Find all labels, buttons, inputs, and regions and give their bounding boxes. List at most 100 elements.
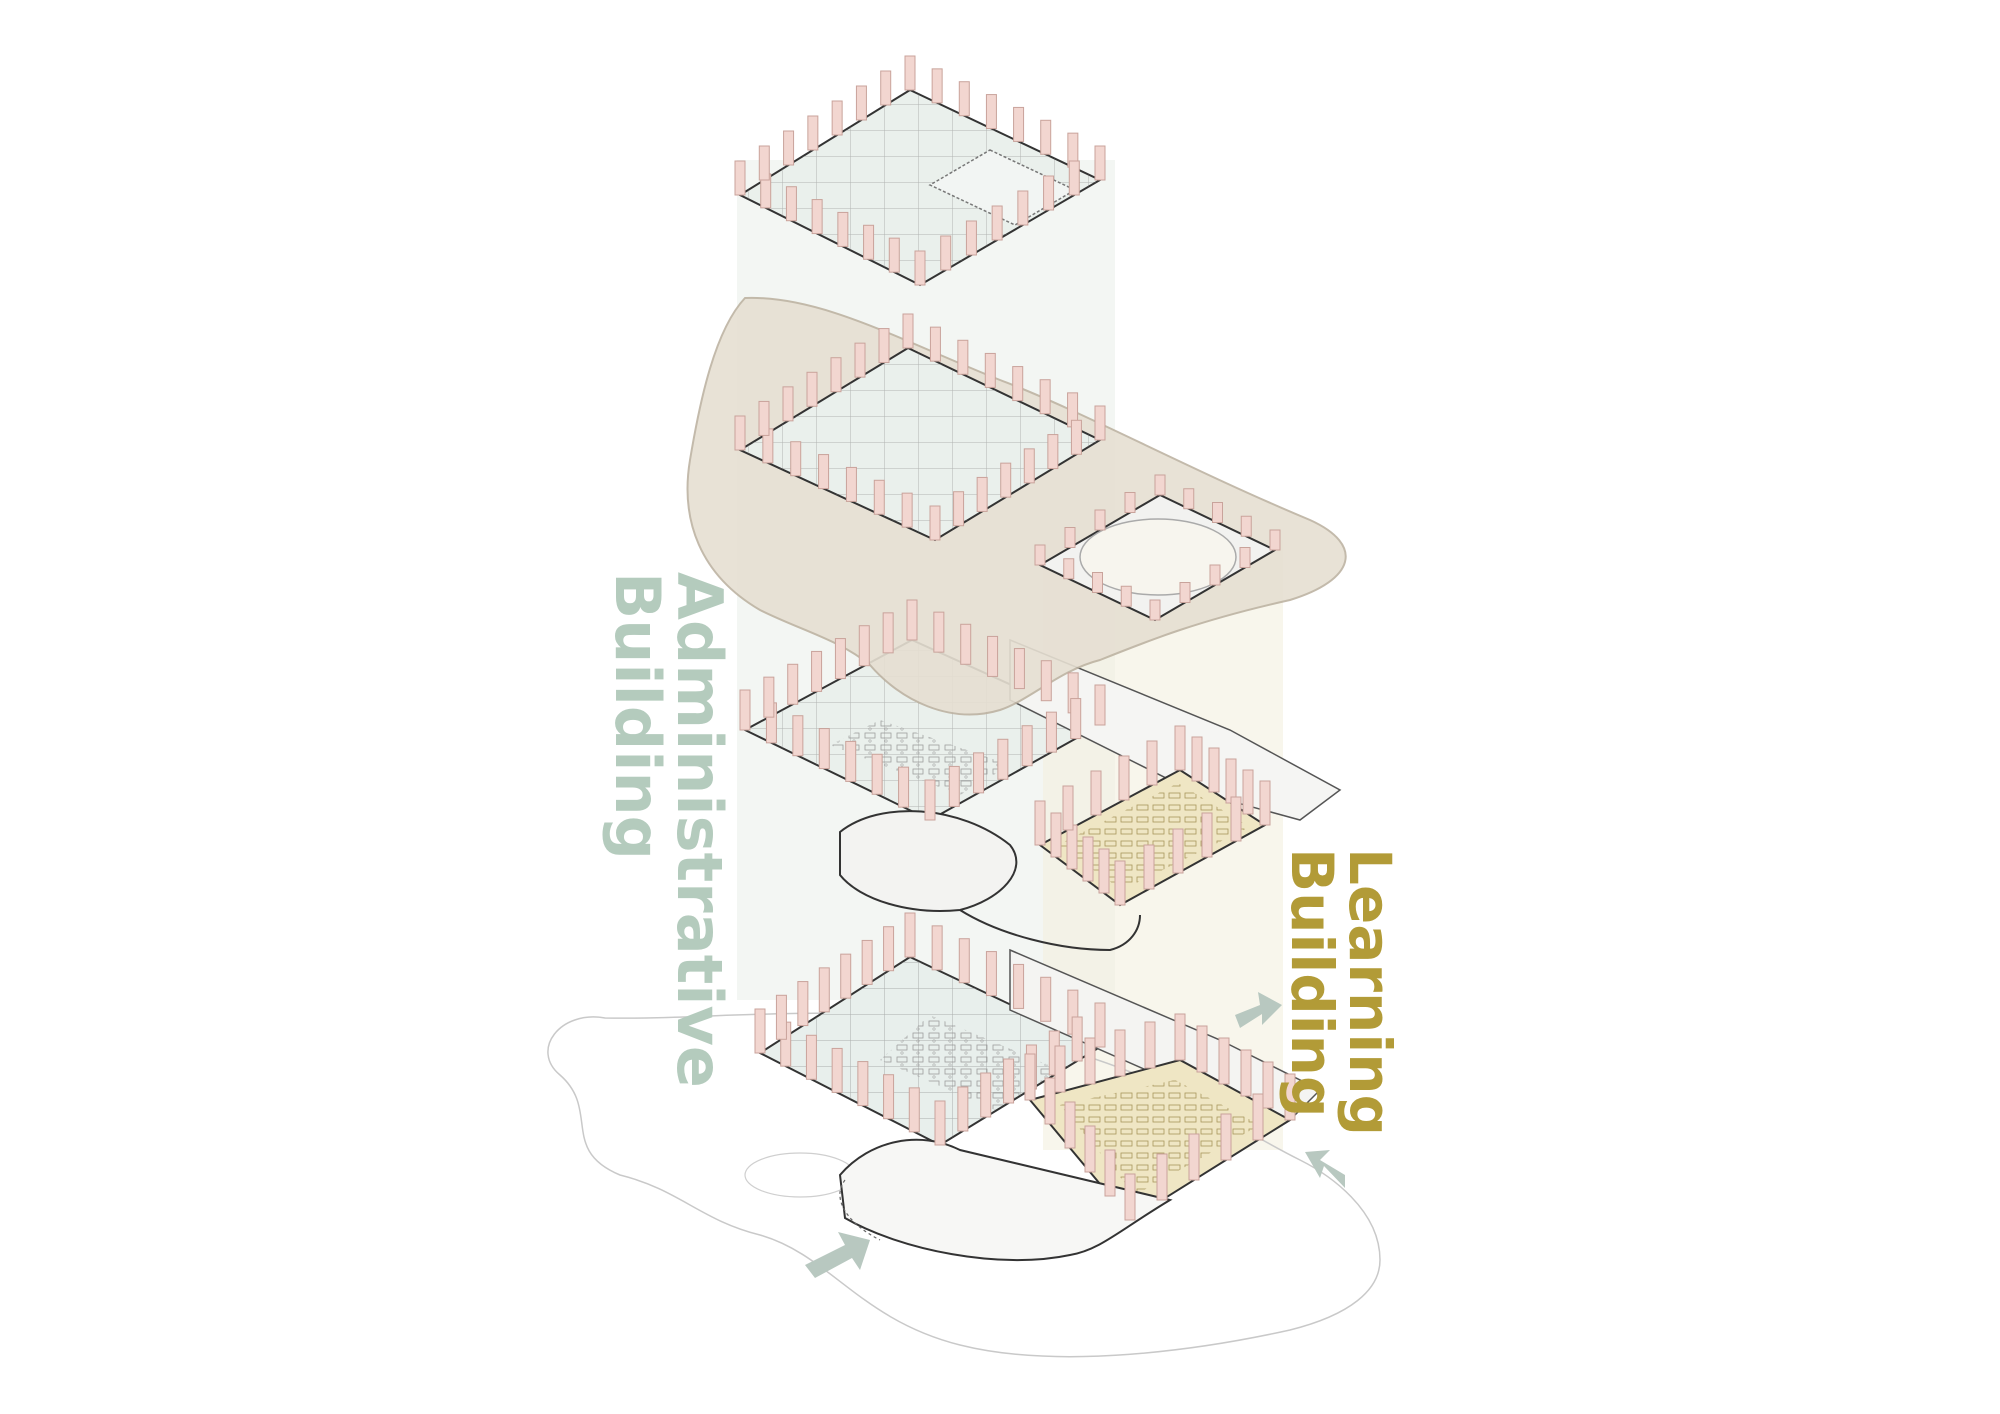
entrance-arrow-icon — [805, 1232, 870, 1278]
structural-column — [901, 492, 913, 528]
structural-column — [933, 611, 945, 653]
structural-column — [1242, 769, 1254, 815]
structural-column — [1043, 175, 1055, 211]
structural-column — [1094, 509, 1106, 531]
structural-column — [818, 454, 830, 490]
structural-column — [1045, 711, 1057, 753]
structural-columns — [734, 55, 1296, 1221]
structural-column — [785, 186, 797, 222]
structural-column — [1003, 1058, 1015, 1104]
structural-column — [931, 925, 943, 971]
ground-lobby-arc — [838, 1138, 1173, 1262]
structural-column — [1084, 1037, 1096, 1085]
structural-column — [1090, 770, 1102, 816]
structural-column — [1013, 648, 1025, 690]
structural-column — [1040, 660, 1052, 702]
structural-column — [1094, 145, 1106, 181]
structural-column — [782, 386, 794, 422]
structural-column — [1021, 725, 1033, 767]
structural-column — [904, 912, 916, 958]
structural-column — [831, 100, 843, 136]
entrance-arrow-icon — [1235, 992, 1282, 1028]
structural-column — [845, 466, 857, 502]
structural-column — [1044, 1077, 1056, 1125]
structural-column — [1013, 106, 1025, 142]
structural-column — [1013, 963, 1025, 1009]
structural-column — [991, 205, 1003, 241]
structural-column — [888, 237, 900, 273]
structural-column — [830, 357, 842, 393]
structural-column — [1143, 844, 1155, 890]
structural-column — [960, 623, 972, 665]
structural-column — [1012, 366, 1024, 402]
first-floor-level — [742, 638, 1342, 952]
structural-column — [882, 612, 894, 654]
structural-column — [898, 766, 910, 808]
structural-column — [958, 81, 970, 117]
structural-column — [924, 779, 936, 821]
structural-column — [1040, 119, 1052, 155]
structural-column — [929, 505, 941, 541]
structural-column — [1212, 502, 1223, 523]
structural-column — [1174, 1013, 1186, 1061]
structural-column — [734, 160, 746, 196]
structural-column — [906, 599, 918, 641]
structural-column — [1120, 585, 1132, 607]
structural-column — [1124, 492, 1136, 513]
structural-column — [914, 250, 926, 286]
structural-column — [807, 115, 819, 151]
structural-column — [763, 676, 775, 718]
structural-column — [758, 145, 770, 181]
structural-column — [934, 1100, 946, 1146]
structural-column — [855, 85, 867, 121]
structural-column — [1269, 529, 1281, 551]
structural-column — [1240, 515, 1252, 537]
structural-column — [858, 625, 870, 667]
structural-column — [806, 371, 818, 407]
admin-label-line-1: Administrative — [663, 572, 736, 1088]
structural-column — [1034, 544, 1046, 566]
structural-column — [1209, 564, 1221, 586]
structural-column — [857, 1061, 869, 1107]
structural-column — [1201, 812, 1213, 858]
structural-column — [1104, 1149, 1116, 1197]
structural-column — [1064, 1101, 1076, 1149]
structural-column — [1068, 160, 1080, 196]
structural-column — [1179, 582, 1191, 603]
structural-column — [997, 738, 1009, 780]
learning-label-line-2: Building — [1278, 848, 1346, 1118]
structural-column — [953, 491, 965, 527]
structural-column — [1225, 758, 1237, 804]
structural-column — [987, 635, 999, 677]
structural-column — [1023, 448, 1035, 484]
structural-column — [931, 68, 943, 104]
structural-column — [1124, 1173, 1136, 1221]
structural-column — [908, 1087, 920, 1133]
structural-column — [1040, 976, 1052, 1022]
structural-column — [1144, 1021, 1156, 1069]
structural-column — [783, 130, 795, 166]
structural-column — [984, 352, 996, 388]
structural-column — [1146, 740, 1158, 786]
structural-column — [1064, 527, 1076, 548]
structural-column — [878, 328, 890, 364]
learning-label-line-1: Learning — [1336, 848, 1404, 1137]
structural-column — [834, 638, 846, 680]
structural-column — [1054, 1045, 1066, 1093]
structural-column — [863, 224, 875, 260]
first-floor-atrium-arc — [839, 810, 1018, 912]
structural-column — [1114, 1029, 1126, 1077]
structural-column — [902, 313, 914, 349]
structural-column — [985, 94, 997, 130]
learning-building-label: Learning Building — [1278, 848, 1404, 1137]
structural-column — [1047, 434, 1059, 470]
structural-column — [1084, 1125, 1096, 1173]
structural-column — [1239, 547, 1251, 568]
structural-column — [1240, 1049, 1252, 1097]
structural-column — [985, 951, 997, 997]
structural-column — [831, 1047, 843, 1093]
structural-column — [1000, 462, 1012, 498]
structural-column — [775, 994, 787, 1040]
structural-column — [811, 199, 823, 235]
structural-column — [1218, 1037, 1230, 1085]
